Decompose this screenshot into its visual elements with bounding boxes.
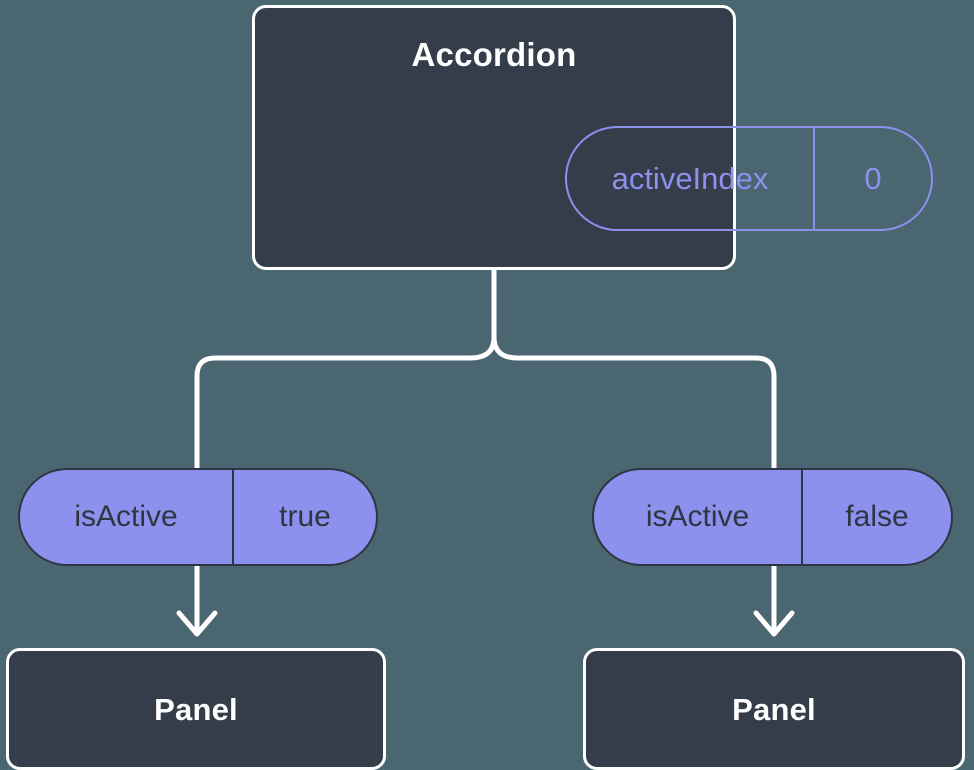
node-accordion-title: Accordion [411,36,577,73]
prop-badge-right-is-active[interactable]: isActive false [592,468,953,566]
state-badge-active-index[interactable]: activeIndex 0 [565,126,933,231]
arrow-right-badge-to-panel [753,566,795,637]
edge-root-to-right-badge [491,334,777,471]
prop-badge-left-is-active[interactable]: isActive true [18,468,378,566]
prop-badge-left-value: true [279,500,331,533]
state-badge-value: 0 [864,161,882,196]
prop-badge-right-key: isActive [594,470,803,564]
edge-root-to-left-badge [194,334,497,471]
node-panel-left-title: Panel [154,691,238,727]
node-panel-right[interactable]: Panel [583,648,965,770]
prop-badge-right-value: false [845,500,909,533]
node-panel-left[interactable]: Panel [6,648,386,770]
arrow-left-badge-to-panel [176,566,218,637]
state-badge-key: activeIndex [567,128,815,229]
node-accordion[interactable]: Accordion activeIndex 0 [252,5,933,270]
node-panel-right-title: Panel [732,691,816,727]
prop-badge-left-key: isActive [20,470,234,564]
